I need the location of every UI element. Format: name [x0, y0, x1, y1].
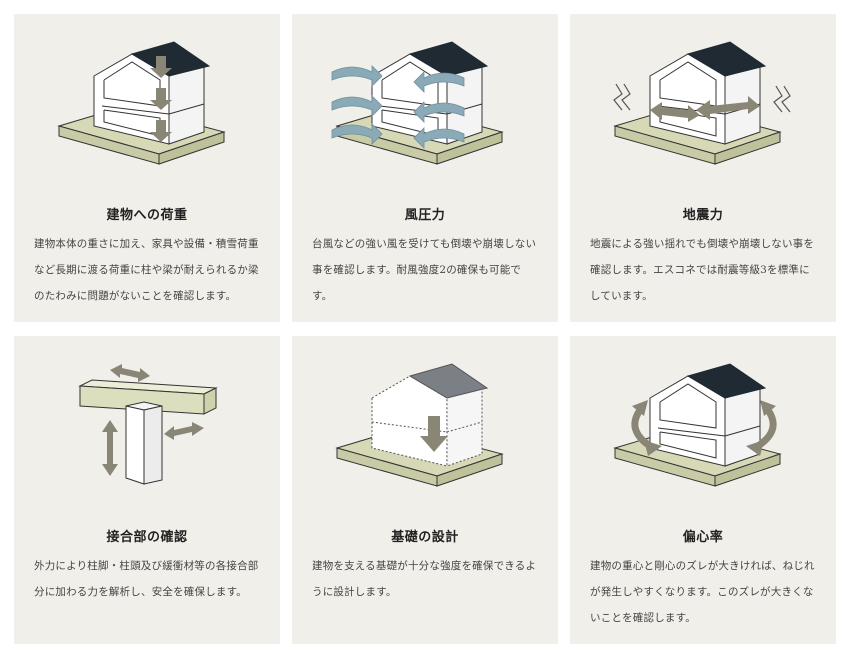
desc-line: 建物の重心と剛心のズレが大きければ、ねじれ [590, 560, 815, 572]
desc-line: 地震による強い揺れでも倒壊や崩壊しない事を [590, 238, 815, 250]
card-joint-check: 接合部の確認 外力により柱脚・柱頭及び緩衝材等の各接合部 分に加わる力を解析し、… [14, 336, 280, 644]
desc-line: 分に加わる力を解析し、安全を確保します。 [34, 586, 247, 598]
desc-line: 外力により柱脚・柱頭及び緩衝材等の各接合部 [34, 560, 259, 572]
card-description: 建物本体の重さに加え、家具や設備・積雪荷重 など長期に渡る荷重に柱や梁が耐えられ… [34, 231, 264, 309]
vibration-icon [613, 83, 791, 113]
card-title: 建物への荷重 [106, 208, 188, 223]
card-title: 基礎の設計 [391, 530, 459, 545]
seismic-illustration [570, 14, 836, 194]
building-load-illustration [14, 14, 280, 194]
joint-illustration [14, 336, 280, 516]
desc-line: など長期に渡る荷重に柱や梁が耐えられるか梁 [34, 264, 259, 276]
desc-line: 建物本体の重さに加え、家具や設備・積雪荷重 [34, 238, 259, 250]
desc-line: のたわみに問題がないことを確認します。 [34, 290, 237, 302]
wind-arrow-icon [331, 65, 465, 149]
card-seismic-force: 地震力 地震による強い揺れでも倒壊や崩壊しない事を 確認します。エスコネでは耐震… [570, 14, 836, 322]
card-foundation-design: 基礎の設計 建物を支える基礎が十分な強度を確保できるよ うに設計します。 [292, 336, 558, 644]
card-title: 風圧力 [404, 208, 446, 223]
card-description: 建物を支える基礎が十分な強度を確保できるよ うに設計します。 [312, 553, 542, 605]
card-description: 台風などの強い風を受けても倒壊や崩壊しない 事を確認します。耐風強度2の確保も可… [312, 231, 542, 309]
card-title: 偏心率 [682, 530, 724, 545]
desc-line: 台風などの強い風を受けても倒壊や崩壊しない [312, 238, 537, 250]
desc-line: 確認します。エスコネでは耐震等級3を標準に [590, 264, 810, 276]
desc-line: しています。 [590, 290, 653, 302]
desc-line: 建物を支える基礎が十分な強度を確保できるよ [312, 560, 537, 572]
desc-line: が発生しやすくなります。このズレが大きくな [590, 586, 814, 598]
foundation-illustration [292, 336, 558, 516]
joint-arrow-icon [102, 364, 204, 476]
card-title: 接合部の確認 [106, 530, 188, 545]
desc-line: 事を確認します。耐風強度2の確保も可能で [312, 264, 522, 276]
card-eccentricity: 偏心率 建物の重心と剛心のズレが大きければ、ねじれ が発生しやすくなります。この… [570, 336, 836, 644]
load-arrow-icon [150, 56, 172, 142]
card-building-load: 建物への荷重 建物本体の重さに加え、家具や設備・積雪荷重 など長期に渡る荷重に柱… [14, 14, 280, 322]
card-description: 建物の重心と剛心のズレが大きければ、ねじれ が発生しやすくなります。このズレが大… [590, 553, 820, 631]
desc-line: す。 [312, 290, 333, 302]
card-title: 地震力 [682, 208, 724, 223]
desc-line: うに設計します。 [312, 586, 397, 598]
shake-arrow-icon [650, 96, 760, 122]
card-description: 外力により柱脚・柱頭及び緩衝材等の各接合部 分に加わる力を解析し、安全を確保しま… [34, 553, 264, 605]
wind-pressure-illustration [292, 14, 558, 194]
eccentricity-illustration [570, 336, 836, 516]
foundation-arrow-icon [420, 416, 448, 452]
desc-line: いことを確認します。 [590, 612, 696, 624]
card-wind-pressure: 風圧力 台風などの強い風を受けても倒壊や崩壊しない 事を確認します。耐風強度2の… [292, 14, 558, 322]
card-description: 地震による強い揺れでも倒壊や崩壊しない事を 確認します。エスコネでは耐震等級3を… [590, 231, 820, 309]
